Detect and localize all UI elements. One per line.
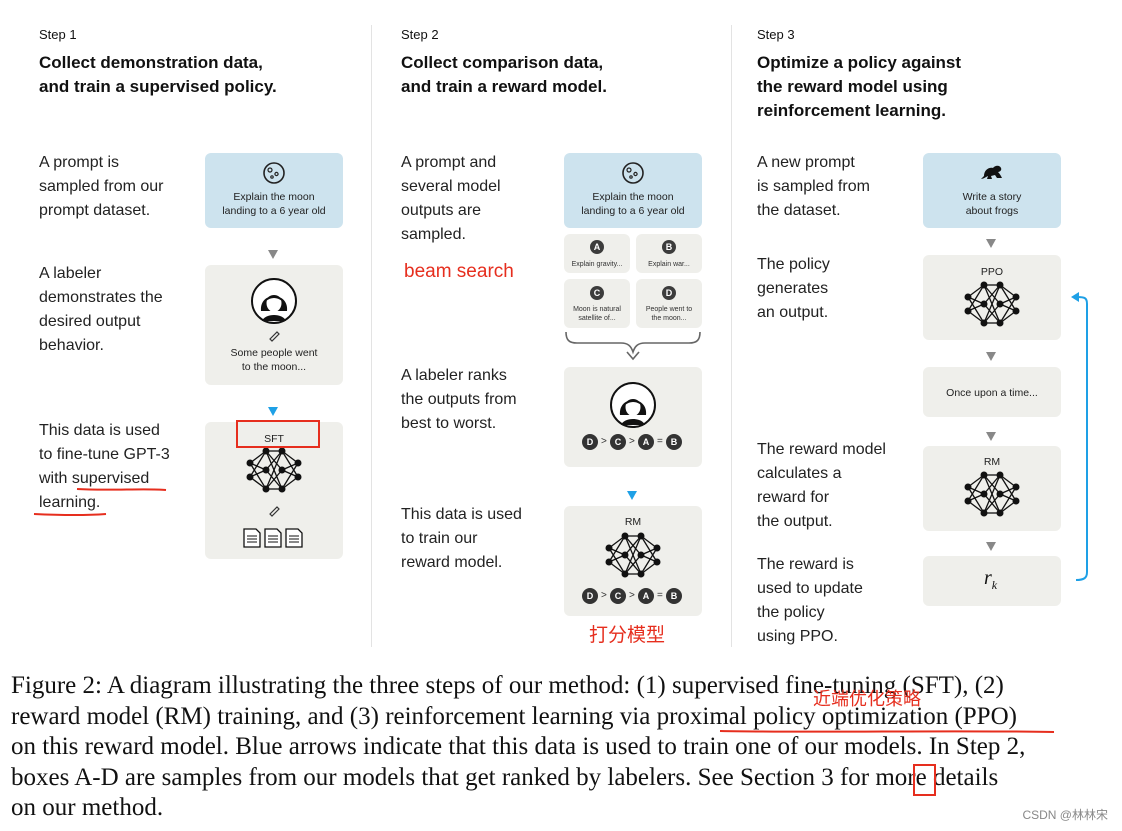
step-3-arrow-1	[986, 239, 996, 248]
column-divider-1	[371, 25, 372, 647]
output-card-a: A Explain gravity...	[564, 234, 630, 273]
step-1-title: Collect demonstration data,and train a s…	[39, 53, 277, 96]
step-3-arrow-2	[986, 352, 996, 361]
ppo-label: PPO	[980, 266, 1004, 278]
step-2-rm-card: RM D > C > A = B	[564, 506, 702, 616]
step-3-ppo-card: PPO	[923, 255, 1061, 340]
watermark: CSDN @林林宋	[1022, 808, 1108, 822]
ppo-underline	[719, 730, 1055, 733]
sft-label: SFT	[264, 433, 284, 445]
step-1-label: Step 1	[39, 27, 77, 42]
step-3-output-card: Once upon a time...	[923, 367, 1061, 417]
pencil-icon	[269, 331, 280, 342]
step-3-arrow-3	[986, 432, 996, 441]
step-3-label: Step 3	[757, 27, 795, 42]
step-2-title: Collect comparison data,and train a rewa…	[401, 53, 607, 96]
neural-network-icon	[246, 447, 302, 493]
sft-highlight-box	[236, 420, 320, 448]
reward-symbol: rk	[984, 567, 998, 592]
neural-network-icon	[964, 281, 1020, 327]
figure-caption: Figure 2: A diagram illustrating the thr…	[11, 672, 1026, 821]
step-2-labeler-card: D > C > A = B	[564, 367, 702, 467]
step-3-rm-card: RM	[923, 446, 1061, 531]
step-1-arrow-1	[268, 250, 278, 259]
step-2-blue-arrow	[627, 491, 637, 500]
step-3-arrow-4	[986, 542, 996, 551]
moon-icon	[622, 162, 644, 184]
output-card-b: B Explain war...	[636, 234, 702, 273]
moon-icon	[263, 162, 285, 184]
beam-search-annotation: beam search	[404, 261, 514, 282]
step-1-sft-card: SFT	[205, 422, 343, 559]
labeler-avatar-icon	[610, 382, 656, 428]
rm-label: RM	[624, 516, 642, 528]
documents-icon	[243, 528, 303, 548]
supervised-learning-underline	[33, 488, 167, 517]
section-3-highlight-box	[913, 764, 936, 796]
step-1-blue-arrow	[268, 407, 278, 416]
step-2-label: Step 2	[401, 27, 439, 42]
neural-network-icon	[605, 532, 661, 578]
frog-icon	[981, 165, 1002, 179]
labeler-avatar-icon	[251, 278, 297, 324]
column-divider-2	[731, 25, 732, 647]
merge-bracket	[565, 331, 701, 361]
neural-network-icon	[964, 471, 1020, 517]
ppo-feedback-arrow	[1071, 292, 1088, 581]
rm-label: RM	[983, 456, 1001, 468]
reward-model-annotation: 打分模型	[589, 625, 666, 646]
step-3-reward-card: rk	[923, 556, 1061, 606]
pencil-icon	[269, 506, 280, 517]
ppo-annotation: 近端优化策略	[813, 689, 921, 709]
